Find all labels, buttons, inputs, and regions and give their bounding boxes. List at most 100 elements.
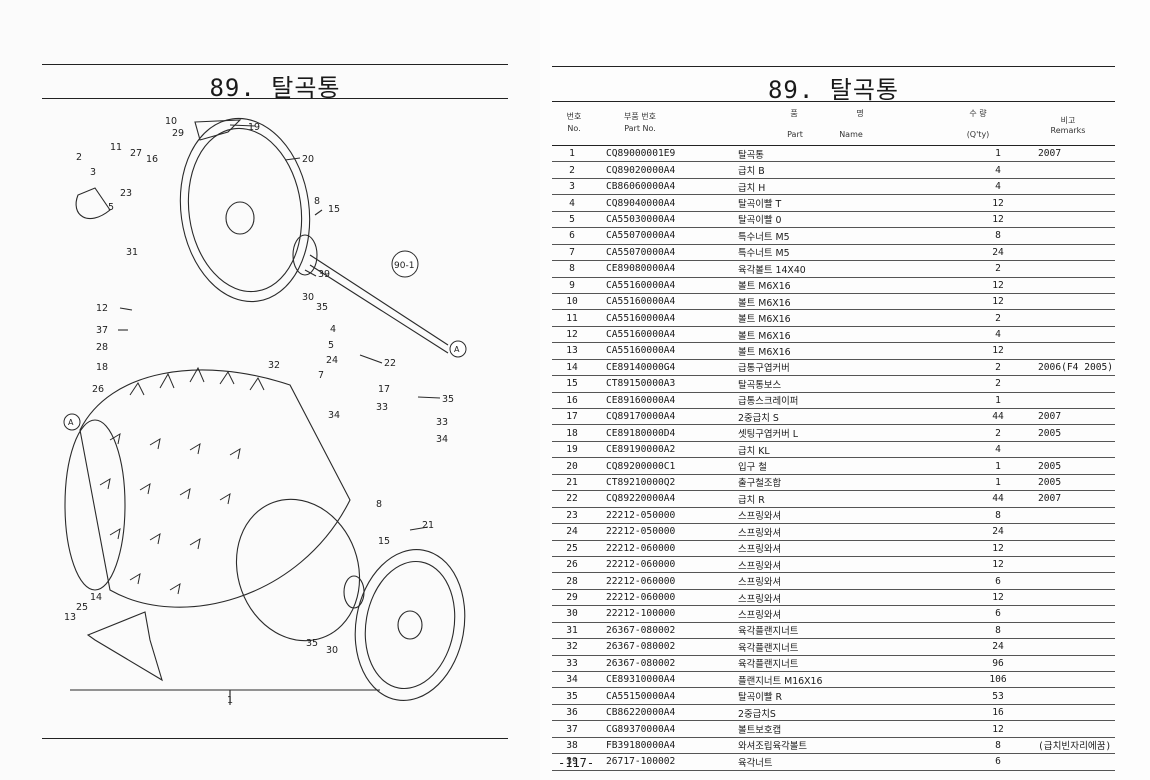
- remarks: [1028, 638, 1115, 656]
- right-page-title: 89. 탈곡통: [767, 76, 900, 104]
- callout: 35: [306, 638, 318, 649]
- part-number: 22212-060000: [592, 540, 728, 557]
- header-name-en-2: Name: [839, 130, 863, 139]
- callout: 5: [108, 202, 114, 213]
- callout: 27: [130, 148, 142, 159]
- part-name: 스프링와셔: [728, 507, 968, 525]
- part-number: CA55160000A4: [592, 293, 728, 311]
- row-number: 39: [552, 753, 592, 771]
- part-number: CA55160000A4: [592, 309, 728, 327]
- row-number: 33: [552, 655, 592, 673]
- part-name: 스프링와셔: [728, 556, 968, 574]
- callout-a-circle-2: [63, 413, 81, 431]
- callout: 34: [436, 434, 448, 445]
- exploded-parts-diagram: 10 29 19 11 27 16 20 2 3 23 5 8 15 31 39…: [63, 116, 467, 706]
- row-number: 28: [552, 572, 592, 590]
- part-number: CE89190000A2: [592, 441, 728, 459]
- part-number: CQ89220000A4: [592, 490, 728, 508]
- remarks: [1028, 687, 1115, 705]
- remarks: (급치빈자리에꿈): [1028, 737, 1115, 755]
- end-plate-upper: [179, 117, 311, 303]
- callout: 7: [318, 370, 324, 381]
- right-top-rule: [552, 66, 1115, 68]
- callout: 12: [96, 303, 108, 314]
- part-number: CQ89040000A4: [592, 194, 728, 212]
- quantity: 12: [968, 720, 1028, 738]
- row-number: 20: [552, 457, 592, 475]
- remarks: 2005: [1028, 457, 1115, 475]
- part-number: CE89160000A4: [592, 392, 728, 410]
- callout: 19: [248, 122, 260, 133]
- quantity: 1: [968, 457, 1028, 475]
- quantity: 12: [968, 293, 1028, 311]
- callout: 31: [126, 247, 138, 258]
- part-name: 볼트 M6X16: [728, 342, 968, 360]
- part-name: 플랜지너트 M16X16: [728, 671, 968, 689]
- quantity: 12: [968, 211, 1028, 229]
- callout: 23: [120, 188, 132, 199]
- remarks: [1028, 244, 1115, 262]
- callout: 4: [330, 324, 336, 335]
- end-plate-lower: [354, 549, 466, 701]
- quantity: 44: [968, 490, 1028, 508]
- remarks: [1028, 589, 1115, 607]
- quantity: 1: [968, 146, 1028, 163]
- remarks: 2006(F4 2005): [1028, 359, 1115, 377]
- part-name: 특수너트 M5: [728, 227, 968, 245]
- callout: 5: [328, 340, 334, 351]
- quantity: 2: [968, 375, 1028, 393]
- callout: 39: [318, 269, 330, 280]
- callout: 2: [76, 152, 82, 163]
- row-number: 34: [552, 671, 592, 689]
- row-number: 14: [552, 359, 592, 377]
- quantity: 44: [968, 408, 1028, 426]
- row-number: 15: [552, 375, 592, 393]
- remarks: 2007: [1028, 408, 1115, 426]
- quantity: 8: [968, 622, 1028, 640]
- callout: 22: [384, 358, 396, 369]
- part-number: 22212-060000: [592, 572, 728, 590]
- row-number: 11: [552, 309, 592, 327]
- part-name: 스프링와셔: [728, 523, 968, 541]
- row-number: 30: [552, 605, 592, 623]
- part-name: 육각너트: [728, 753, 968, 771]
- row-number: 32: [552, 638, 592, 656]
- row-number: 23: [552, 507, 592, 525]
- row-number: 7: [552, 244, 592, 262]
- row-number: 31: [552, 622, 592, 640]
- callout: 25: [76, 602, 88, 613]
- quantity: 96: [968, 655, 1028, 673]
- header-part-no-en: Part No.: [624, 124, 656, 133]
- callout: 15: [378, 536, 390, 547]
- part-name: 탈곡통보스: [728, 375, 968, 393]
- header-name-ko-1: 품: [790, 109, 798, 118]
- remarks: [1028, 326, 1115, 344]
- remarks: [1028, 671, 1115, 689]
- remarks: [1028, 161, 1115, 179]
- row-number: 24: [552, 523, 592, 541]
- callout: 35: [442, 394, 454, 405]
- part-name: 탈곡이빨 T: [728, 194, 968, 212]
- quantity: 24: [968, 638, 1028, 656]
- part-name: 셋팅구엽커버 L: [728, 424, 968, 442]
- callout: 11: [110, 142, 122, 153]
- part-number: 22212-100000: [592, 605, 728, 623]
- callout: 1: [227, 695, 233, 706]
- row-number: 5: [552, 211, 592, 229]
- part-name: 육각플랜지너트: [728, 638, 968, 656]
- part-number: 22212-060000: [592, 556, 728, 574]
- quantity: 1: [968, 474, 1028, 492]
- left-top-rule: [42, 64, 508, 66]
- callout: 30: [326, 645, 338, 656]
- part-number: CE89140000G4: [592, 359, 728, 377]
- quantity: 8: [968, 737, 1028, 755]
